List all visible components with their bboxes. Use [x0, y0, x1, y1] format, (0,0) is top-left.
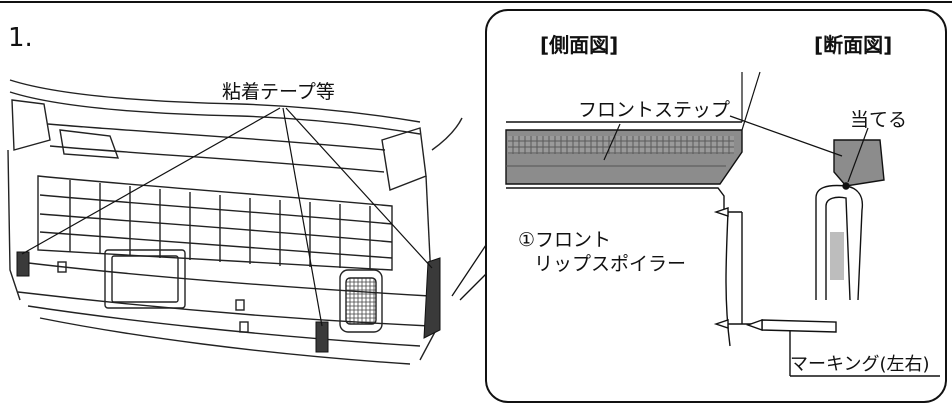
section-view-title: [断面図]: [814, 33, 892, 57]
fog-lamp: [339, 269, 383, 333]
vehicle-front-illustration: [7, 79, 463, 365]
front-lip-spoiler-side-view: [506, 187, 760, 347]
tape-right: [423, 257, 441, 339]
label-contact: 当てる: [850, 109, 907, 131]
callout-leaders: [21, 107, 433, 327]
label-marking: マーキング(左右): [790, 354, 930, 375]
tape-left: [16, 251, 30, 277]
detail-leaders: [603, 115, 869, 183]
tape-center: [315, 321, 329, 353]
marking-pen-icon: [745, 319, 940, 377]
front-step-side-view: [505, 71, 761, 185]
adhesive-tape-callout: 粘着テープ等: [222, 81, 335, 103]
detail-panel: [485, 9, 947, 403]
label-front-step: フロントステップ: [578, 99, 730, 121]
license-plate: [104, 249, 186, 309]
adhesive-tape-marks: [16, 251, 441, 353]
label-spoiler-line2: リップスポイラー: [534, 253, 686, 275]
step-number: 1.: [8, 23, 33, 53]
label-spoiler-line1: ①フロント: [518, 229, 611, 251]
side-view-title: [側面図]: [540, 33, 618, 57]
cross-section-view: [815, 139, 885, 301]
